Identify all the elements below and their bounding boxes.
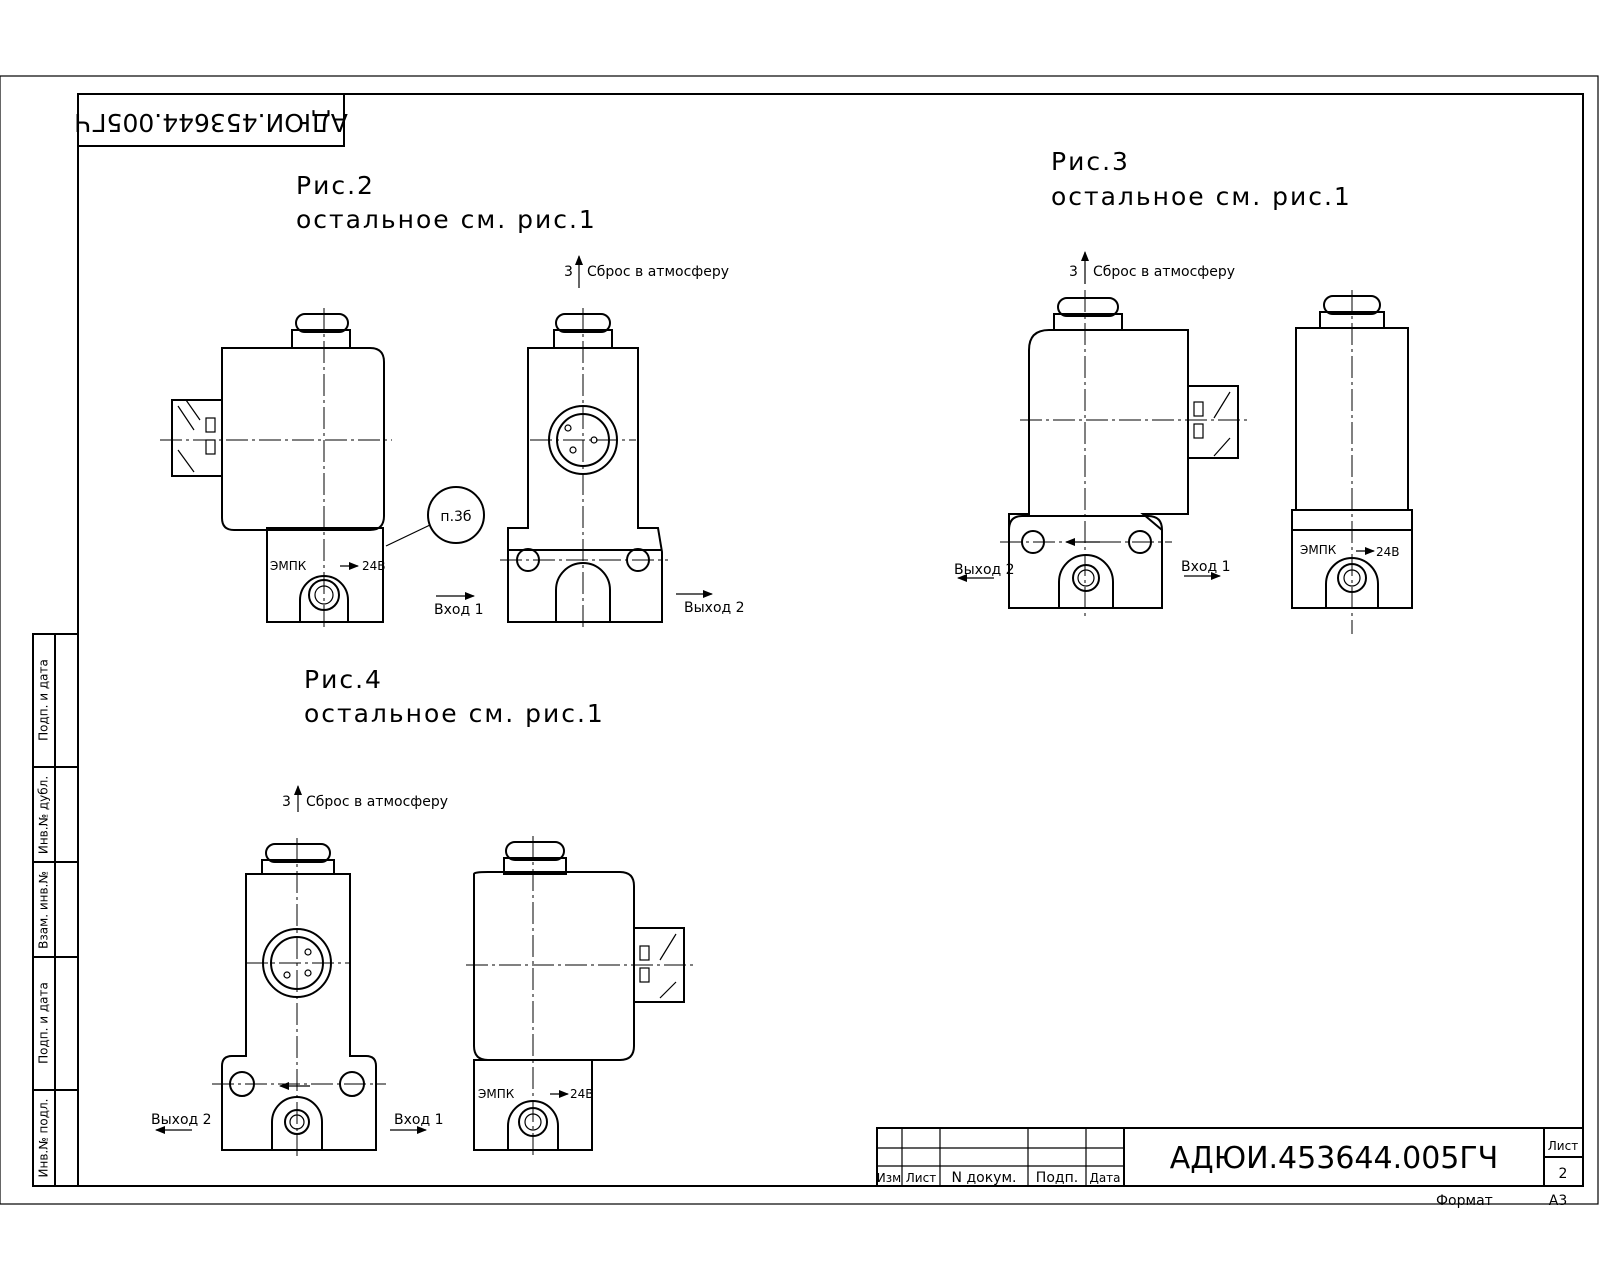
fig4-outlet: Выход 2	[151, 1112, 212, 1128]
format-label: Формат	[1436, 1193, 1493, 1209]
tb-col-sign: Подп.	[1036, 1170, 1078, 1186]
fig4-inlet: Вход 1	[394, 1112, 444, 1128]
fig3-outlet: Выход 2	[954, 562, 1015, 578]
fig4-valve-front: ЭМПК 24В	[466, 836, 694, 1156]
fig4-valve-side	[212, 838, 386, 1156]
fig3-brand: ЭМПК	[1300, 543, 1337, 557]
tb-col-date: Дата	[1089, 1171, 1120, 1185]
tb-col-list: Лист	[906, 1171, 936, 1185]
tb-col-izm: Изм	[877, 1171, 901, 1185]
top-stamp: АДЮИ.453644.005ГЧ	[74, 93, 348, 147]
side-strip-label-1: Инв.№ подл.	[37, 1099, 51, 1178]
fig3-exhaust-port: 3	[1069, 264, 1078, 280]
fig4-brand: ЭМПК	[478, 1087, 515, 1101]
fig4-note: остальное см. рис.1	[304, 699, 605, 728]
fig3-valve-front	[1000, 290, 1248, 616]
tb-designation: АДЮИ.453644.005ГЧ	[1170, 1141, 1499, 1176]
fig2-note: остальное см. рис.1	[296, 205, 597, 234]
side-strip-label-5: Подп. и дата	[37, 659, 51, 741]
top-stamp-code: АДЮИ.453644.005ГЧ	[74, 108, 348, 137]
fig2-callout: п.3б	[385, 486, 485, 547]
fig3-valve-side: ЭМПК 24В	[1291, 290, 1413, 634]
side-strip-label-3: Взам. инв.№	[37, 871, 51, 949]
fig4-title: Рис.4	[304, 665, 383, 694]
fig2-exhaust-port: 3	[564, 264, 573, 280]
fig2-voltage: 24В	[362, 559, 386, 573]
side-strip: Инв.№ подл. Подп. и дата Взам. инв.№ Инв…	[32, 633, 79, 1187]
side-strip-label-4: Инв.№ дубл.	[37, 776, 51, 854]
fig2-callout-text: п.3б	[440, 509, 471, 525]
tb-col-doc: N докум.	[952, 1170, 1017, 1186]
fig2-inlet: Вход 1	[434, 602, 484, 618]
fig2-valve-front: ЭМПК 24В	[160, 308, 392, 628]
figure-2: Рис.2 остальное см. рис.1 3 Сброс в атмо…	[160, 171, 745, 628]
fig4-voltage: 24В	[570, 1087, 594, 1101]
fig3-voltage: 24В	[1376, 545, 1400, 559]
fig4-exhaust-port: 3	[282, 794, 291, 810]
fig2-outlet: Выход 2	[684, 600, 745, 616]
fig2-title: Рис.2	[296, 171, 375, 200]
fig2-exhaust-label: Сброс в атмосферу	[587, 264, 729, 280]
fig2-brand: ЭМПК	[270, 559, 307, 573]
figure-4: Рис.4 остальное см. рис.1 3 Сброс в атмо…	[151, 665, 694, 1156]
tb-sheet-label: Лист	[1548, 1139, 1578, 1153]
fig3-inlet: Вход 1	[1181, 559, 1231, 575]
fig3-title: Рис.3	[1051, 147, 1130, 176]
fig2-valve-side	[500, 308, 668, 628]
fig3-exhaust-label: Сброс в атмосферу	[1093, 264, 1235, 280]
figure-3: Рис.3 остальное см. рис.1 3 Сброс в атмо…	[954, 147, 1413, 634]
fig4-exhaust-label: Сброс в атмосферу	[306, 794, 448, 810]
fig3-note: остальное см. рис.1	[1051, 182, 1352, 211]
sheet-border	[0, 75, 1599, 1205]
tb-sheet-number: 2	[1559, 1166, 1568, 1182]
side-strip-label-2: Подп. и дата	[37, 982, 51, 1064]
format-value: А3	[1549, 1193, 1567, 1209]
title-block: Изм Лист N докум. Подп. Дата АДЮИ.453644…	[876, 1127, 1584, 1187]
drawing-frame	[77, 93, 1584, 1187]
